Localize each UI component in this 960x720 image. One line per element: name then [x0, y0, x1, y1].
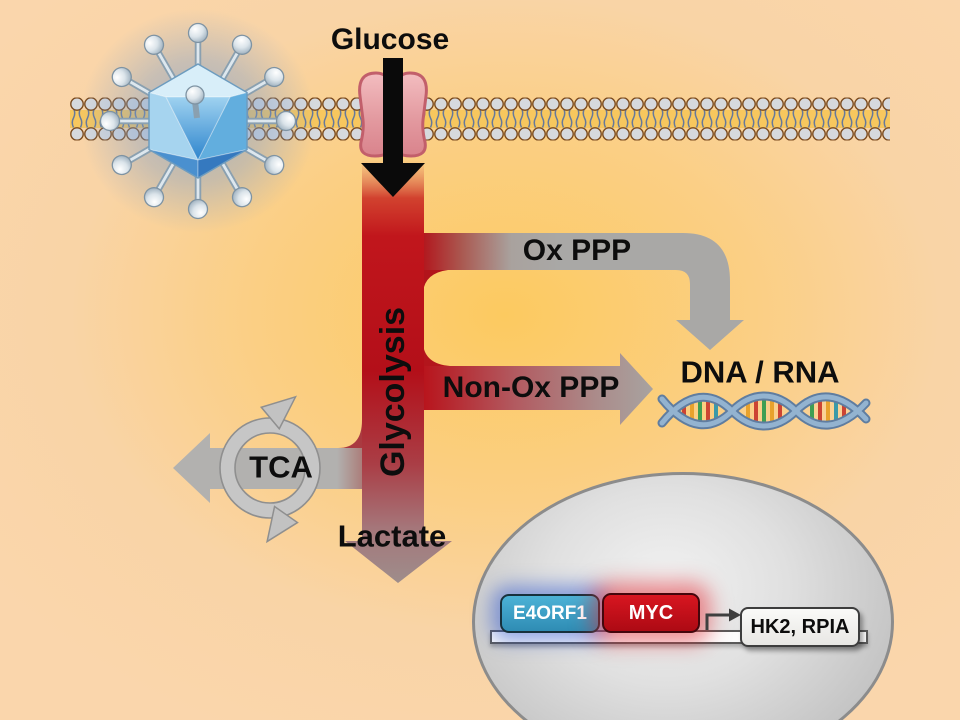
glycolysis-label: Glycolysis	[374, 306, 412, 478]
tca-label: TCA	[249, 449, 313, 485]
e4orf1-label: E4ORF1	[513, 602, 587, 624]
ox-ppp-arrow	[421, 233, 744, 350]
myc-label: MYC	[628, 601, 674, 624]
lactate-label: Lactate	[337, 518, 447, 554]
adenovirus-icon	[80, 9, 316, 233]
glucose-uptake-arrow	[361, 58, 425, 197]
dna-helix-icon	[657, 391, 871, 431]
non-ox-ppp-label: Non-Ox PPP	[442, 371, 620, 404]
e4orf1-gene-box: E4ORF1	[500, 594, 600, 633]
non-ox-ppp-arrow	[423, 353, 653, 425]
glucose-label: Glucose	[330, 23, 450, 56]
target-genes-box: HK2, RPIA	[740, 607, 860, 647]
tca-cycle-icon	[173, 395, 366, 544]
myc-gene-box: MYC	[602, 593, 700, 633]
ox-ppp-label: Ox PPP	[522, 234, 632, 267]
dna-rna-label: DNA / RNA	[680, 354, 840, 390]
glycolysis-arrow	[338, 160, 452, 583]
target-genes-label: HK2, RPIA	[750, 615, 850, 638]
